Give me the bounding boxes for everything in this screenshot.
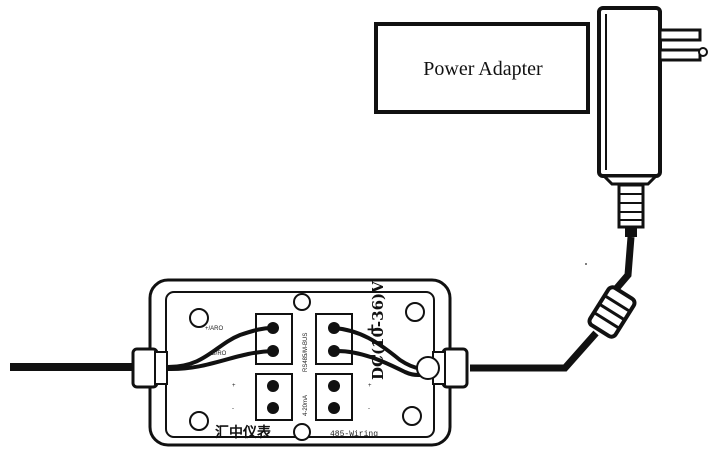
terminal-label-a: +/ARO — [205, 326, 224, 332]
mount-hole — [402, 406, 422, 426]
mount-hole — [293, 423, 311, 441]
terminal-block-top-right — [315, 313, 353, 365]
ferrite-bead — [587, 285, 637, 339]
bus-label: RS485/M-BUS — [303, 333, 309, 372]
terminal-label-b: -/B/RO — [208, 351, 227, 357]
adapter-label-frame — [374, 22, 590, 114]
mount-hole — [189, 308, 209, 328]
terminal-block-bottom-left — [255, 373, 293, 421]
terminal-block-bottom-right — [315, 373, 353, 421]
cable-gland-left — [131, 347, 168, 389]
adapter-label: Power Adapter — [379, 26, 587, 112]
adapter-label-text: Power Adapter — [423, 57, 543, 80]
mount-hole — [405, 302, 425, 322]
supply-plus-label: + — [366, 320, 379, 338]
mount-hole — [293, 293, 311, 311]
adapter-cable-lower — [470, 330, 599, 372]
signal-wire-b — [167, 349, 274, 372]
terminal-label-plus: + — [232, 383, 236, 389]
junction-box: +/ARO -/B/RO + - + - RS485/M-BUS 4-20mA … — [131, 278, 469, 447]
terminal-label-plus-right: + — [368, 383, 372, 389]
power-adapter — [597, 6, 708, 237]
supply-minus-label: - — [370, 346, 376, 364]
mount-hole — [189, 411, 209, 431]
terminal-label-minus: - — [232, 406, 234, 412]
signal-wire-a — [167, 326, 274, 369]
supply-voltage-label: DC(10-36)V — [369, 281, 387, 380]
current-loop-label: 4-20mA — [303, 395, 309, 416]
terminal-block-top-left — [255, 313, 293, 365]
stray-dot — [585, 263, 587, 265]
wire-junction — [416, 356, 440, 380]
wiring-label: 485-Wiring — [330, 430, 378, 439]
terminal-label-minus-right: - — [368, 406, 370, 412]
plug-prongs — [658, 28, 708, 62]
brand-label: 汇中仪表 — [215, 424, 272, 441]
